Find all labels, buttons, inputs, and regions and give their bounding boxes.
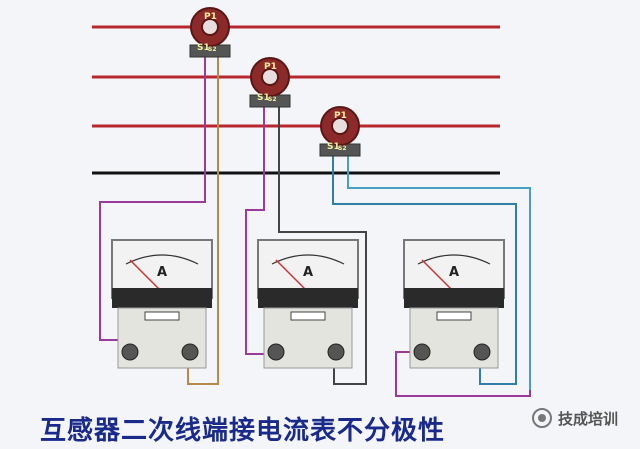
- ammeter-2: A: [257, 239, 359, 369]
- meter-unit: A: [157, 265, 167, 280]
- wire-ct3-s1: [332, 152, 517, 385]
- meter-nameplate: [436, 311, 472, 321]
- wire-ct3-purple: [395, 351, 531, 397]
- meter-nameplate: [144, 311, 180, 321]
- wire-ct2-s1: [245, 102, 272, 355]
- wire-ct1-s2: [187, 50, 219, 385]
- ct-s2-label: S2: [208, 46, 217, 53]
- ammeter-3: A: [403, 239, 505, 369]
- ct-s2-label: S2: [268, 96, 277, 103]
- watermark: 技成培训: [531, 408, 618, 429]
- ct-window: [261, 68, 279, 86]
- ct-s2-label: S2: [338, 145, 347, 152]
- current-transformer-1: P1 S1 S2: [189, 7, 231, 58]
- meter-needle: [275, 259, 309, 293]
- ct-s1-label: S1: [257, 93, 270, 103]
- ct-p1-label: P1: [264, 62, 277, 72]
- ct-p1-label: P1: [204, 12, 217, 22]
- meter-terminal-left: [267, 343, 285, 361]
- meter-needle: [421, 259, 455, 293]
- current-transformer-3: P1 S1 S2: [319, 106, 361, 157]
- meter-base: [404, 288, 504, 308]
- ct-window: [201, 18, 219, 36]
- meter-unit: A: [449, 265, 459, 280]
- ct-p1-label: P1: [334, 111, 347, 121]
- ct-window: [331, 117, 349, 135]
- meter-scale: [125, 254, 199, 265]
- meter-terminal-left: [121, 343, 139, 361]
- diagram-caption: 互感器二次线端接电流表不分极性: [40, 416, 446, 446]
- meter-terminal-left: [413, 343, 431, 361]
- secondary-wires: [99, 50, 531, 397]
- wire-ct2-s2: [278, 102, 367, 385]
- meter-terminal-right: [473, 343, 491, 361]
- meter-base: [258, 288, 358, 308]
- meter-base: [112, 288, 212, 308]
- meter-needle: [129, 259, 163, 293]
- wechat-icon: [531, 408, 552, 428]
- power-lines: [92, 25, 500, 175]
- wire-ct3-s2: [347, 152, 531, 392]
- meter-scale: [417, 254, 491, 265]
- meter-scale: [271, 254, 345, 265]
- ammeter-1: A: [111, 239, 213, 369]
- meter-terminal-right: [181, 343, 199, 361]
- meter-unit: A: [303, 265, 313, 280]
- meter-nameplate: [290, 311, 326, 321]
- meter-terminal-right: [327, 343, 345, 361]
- ct-s1-label: S1: [197, 43, 210, 53]
- current-transformer-2: P1 S1 S2: [249, 57, 291, 108]
- watermark-text: 技成培训: [557, 410, 618, 428]
- ct-s1-label: S1: [327, 142, 340, 152]
